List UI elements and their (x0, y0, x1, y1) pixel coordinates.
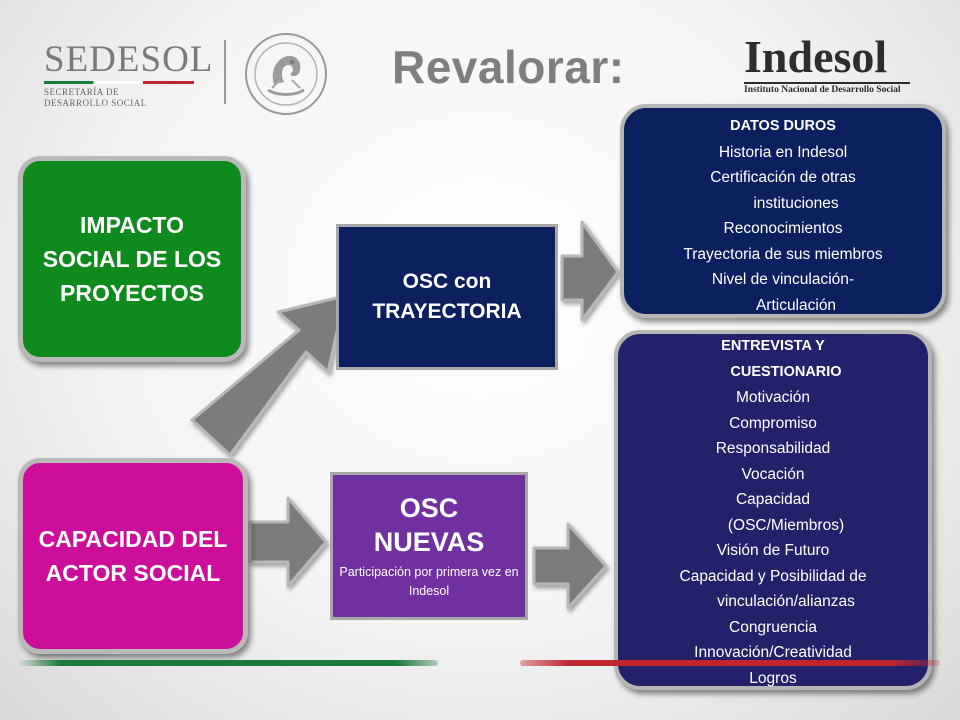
osc-new-box: OSC NUEVAS Participación por primera vez… (330, 472, 528, 620)
capacity-label: CAPACIDAD DEL ACTOR SOCIAL (38, 526, 228, 586)
header-divider (224, 40, 226, 104)
indesol-name: Indesol (744, 31, 888, 82)
entrevista-item: Motivación (735, 389, 811, 406)
footer-bar-green (18, 660, 438, 666)
entrevista-heading-1: ENTREVISTA Y (721, 338, 825, 354)
capacity-box: CAPACIDAD DEL ACTOR SOCIAL (18, 458, 248, 654)
entrevista-item: (OSC/Miembros) (727, 516, 845, 534)
indesol-subtitle: Instituto Nacional de Desarrollo Social (744, 85, 901, 95)
datos-duros-box: DATOS DUROS Historia en Indesol Certific… (620, 104, 946, 318)
entrevista-item: Capacidad (735, 491, 811, 508)
footer-bar-red (520, 660, 940, 666)
entrevista-item: Congruencia (729, 618, 817, 636)
datos-item: Trayectoria de sus miembros (683, 245, 883, 263)
page-title: Revalorar: (392, 41, 625, 93)
arrow-to-entrevista (532, 522, 608, 610)
impact-box: IMPACTO SOCIAL DE LOS PROYECTOS (18, 156, 246, 362)
sedesol-flag-bar (44, 81, 194, 84)
indesol-underline (744, 82, 910, 84)
entrevista-heading-2: CUESTIONARIO (730, 363, 842, 380)
datos-item: Reconocimientos (723, 220, 843, 237)
datos-item: Certificación de otras (710, 169, 856, 186)
arrow-to-osc-nuevas (248, 496, 328, 588)
datos-item: Historia en Indesol (718, 143, 848, 161)
datos-item: Articulación (755, 296, 837, 314)
arrow-to-datos (560, 220, 620, 322)
entrevista-item: Responsabilidad (715, 440, 831, 457)
entrevista-item: Innovación/Creatividad (694, 644, 852, 661)
entrevista-item: Capacidad y Posibilidad de (679, 567, 867, 585)
sedesol-line1: SECRETARÍA DE (44, 87, 120, 97)
osc-trajectory-box: OSC con TRAYECTORIA (336, 224, 558, 370)
national-seal-icon (245, 33, 327, 115)
entrevista-item: Compromiso (729, 414, 817, 432)
sedesol-name: SEDESOL (44, 39, 214, 80)
entrevista-item: vinculación/alianzas (717, 593, 855, 610)
entrevista-item: Vocación (741, 465, 805, 483)
osc-new-title: OSC NUEVAS (373, 493, 485, 557)
datos-item: Nivel de vinculación- (711, 271, 855, 288)
datos-item: instituciones (753, 194, 839, 212)
entrevista-item: Visión de Futuro (716, 542, 830, 559)
impact-label: IMPACTO SOCIAL DE LOS PROYECTOS (42, 212, 222, 306)
osc-new-subtitle: Participación por primera vez en Indesol (339, 565, 519, 598)
indesol-logo: Indesol Instituto Nacional de Desarrollo… (744, 34, 920, 98)
osc-trajectory-label: OSC con TRAYECTORIA (372, 270, 522, 323)
entrevista-box: ENTREVISTA Y CUESTIONARIO Motivación Com… (614, 330, 932, 690)
sedesol-logo: SEDESOL SECRETARÍA DE DESARROLLO SOCIAL (44, 40, 224, 110)
datos-heading: DATOS DUROS (730, 118, 836, 134)
entrevista-item: Logros (749, 669, 797, 687)
sedesol-line2: DESARROLLO SOCIAL (44, 98, 147, 108)
